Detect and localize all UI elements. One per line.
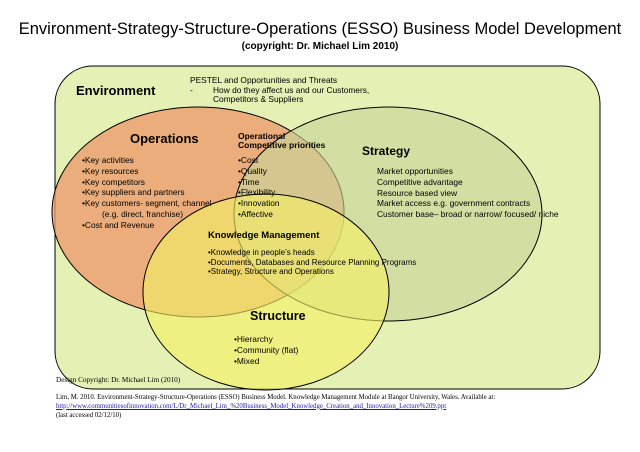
strategy-item: Resource based view: [377, 187, 458, 198]
knowledge-item: •Strategy, Structure and Operations: [208, 267, 334, 277]
strategy-item: Competitive advantage: [377, 176, 463, 187]
strategy-item: Market opportunities: [377, 166, 453, 176]
structure-item: •Hierarchy: [234, 334, 273, 344]
diagram-title: Environment-Strategy-Structure-Operation…: [18, 20, 622, 38]
competitive-priorities-title-line2: Competitive priorities: [238, 140, 326, 151]
operations-item: •Key activities: [82, 155, 134, 165]
pestel-question: - How do they affect us and our Customers…: [190, 84, 370, 96]
reference-link[interactable]: http://www.communitiesofinnovation.com/L…: [56, 402, 447, 410]
structure-item: •Community (flat): [234, 344, 299, 355]
priority-item: •Innovation: [238, 198, 280, 208]
pestel-question-line1: How do they affect us and our Customers,: [213, 84, 370, 95]
operations-item: •Key customers- segment, channel: [82, 198, 212, 208]
pestel-text: PESTEL and Opportunities and Threats - Ho…: [190, 75, 370, 105]
operations-item: •Key resources: [82, 165, 139, 176]
strategy-label: Strategy: [362, 144, 411, 158]
strategy-list: Market opportunities Competitive advanta…: [377, 166, 559, 220]
knowledge-item: •Documents, Databases and Resource Plann…: [208, 257, 417, 267]
competitive-priorities-list: •Cost •Quality •Time •Flexibility •Innov…: [238, 155, 280, 220]
structure-list: •Hierarchy •Community (flat) •Mixed: [234, 334, 298, 366]
structure-circle: [142, 193, 390, 391]
knowledge-management-list: •Knowledge in people’s heads •Documents,…: [208, 248, 416, 277]
pestel-question-line2: Competitors & Suppliers: [213, 94, 304, 105]
knowledge-item: •Knowledge in people’s heads: [208, 248, 315, 257]
operations-list: •Key activities •Key resources •Key comp…: [82, 155, 212, 230]
operations-label: Operations: [130, 131, 199, 146]
priority-item: •Affective: [238, 208, 273, 219]
reference-accessed: (last accessed 02/12/10): [56, 411, 122, 419]
structure-item: •Mixed: [234, 355, 260, 366]
knowledge-management-label: Knowledge Management: [208, 230, 320, 241]
competitive-priorities-title: Operational Competitive priorities: [238, 131, 326, 151]
priority-item: •Quality: [238, 165, 267, 176]
strategy-item: Customer base– broad or narrow/ focused/…: [377, 209, 559, 219]
design-copyright: Design Copyright: Dr. Michael Lim (2010): [56, 376, 181, 384]
structure-label: Structure: [250, 309, 306, 323]
environment-label: Environment: [76, 83, 156, 98]
priority-item: •Time: [238, 176, 260, 187]
reference-line: Lim, M. 2010. Environment-Strategy-Struc…: [56, 394, 496, 401]
strategy-item: Market access e.g. government contracts: [377, 198, 531, 209]
reference-citation: Lim, M. 2010. Environment-Strategy-Struc…: [56, 394, 616, 420]
diagram-subtitle: (copyright: Dr. Michael Lim 2010): [241, 41, 399, 52]
operations-item: (e.g. direct, franchise): [102, 208, 183, 219]
pestel-question-dash: -: [190, 84, 193, 95]
operations-item: •Key suppliers and partners: [82, 187, 185, 198]
priority-item: •Cost: [238, 155, 259, 165]
operations-item: •Cost and Revenue: [82, 219, 155, 230]
operations-item: •Key competitors: [82, 176, 145, 187]
pestel-line: PESTEL and Opportunities and Threats: [190, 75, 338, 85]
priority-item: •Flexibility: [238, 187, 276, 198]
competitive-priorities-title-line1: Operational: [238, 131, 286, 141]
